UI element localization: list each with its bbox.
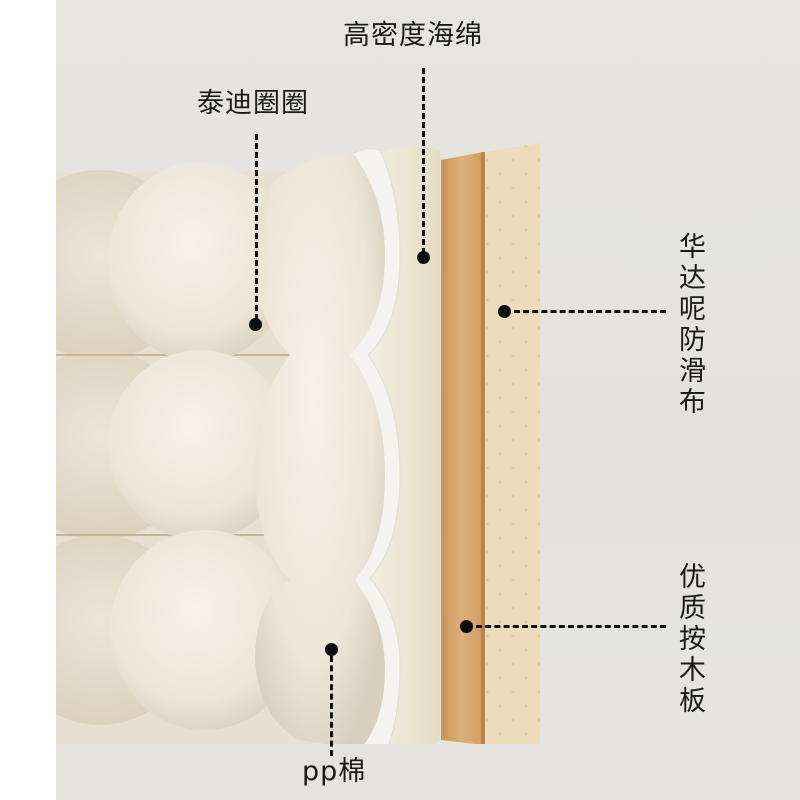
- leader-line-pp-cotton: [330, 656, 333, 756]
- leader-line-wood: [476, 625, 666, 628]
- label-high-density-foam: 高密度海绵: [343, 20, 483, 51]
- label-pp-cotton: pp棉: [302, 756, 367, 787]
- marker-dot-foam: [417, 251, 430, 264]
- boucle-front-layer: [255, 154, 385, 750]
- foam-layer: [365, 145, 440, 760]
- boucle-middle-puffs: [108, 162, 300, 730]
- marker-dot-pp-cotton: [325, 643, 338, 656]
- diagram-canvas: 高密度海绵 泰迪圈圈 华达呢防滑布 优质按木板 pp棉: [56, 0, 800, 800]
- wood-board-layer: [441, 152, 485, 745]
- leader-line-boucle: [255, 134, 258, 320]
- leader-line-fabric: [514, 310, 666, 313]
- label-wood-board: 优质按木板: [674, 562, 705, 717]
- anti-slip-fabric-layer: [486, 143, 540, 752]
- label-boucle-fabric: 泰迪圈圈: [197, 88, 309, 119]
- headboard-illustration: [56, 143, 800, 800]
- label-anti-slip-fabric: 华达呢防滑布: [674, 232, 705, 418]
- marker-dot-boucle: [249, 318, 262, 331]
- marker-dot-wood: [460, 620, 473, 633]
- leader-line-foam: [422, 68, 425, 254]
- marker-dot-fabric: [498, 305, 511, 318]
